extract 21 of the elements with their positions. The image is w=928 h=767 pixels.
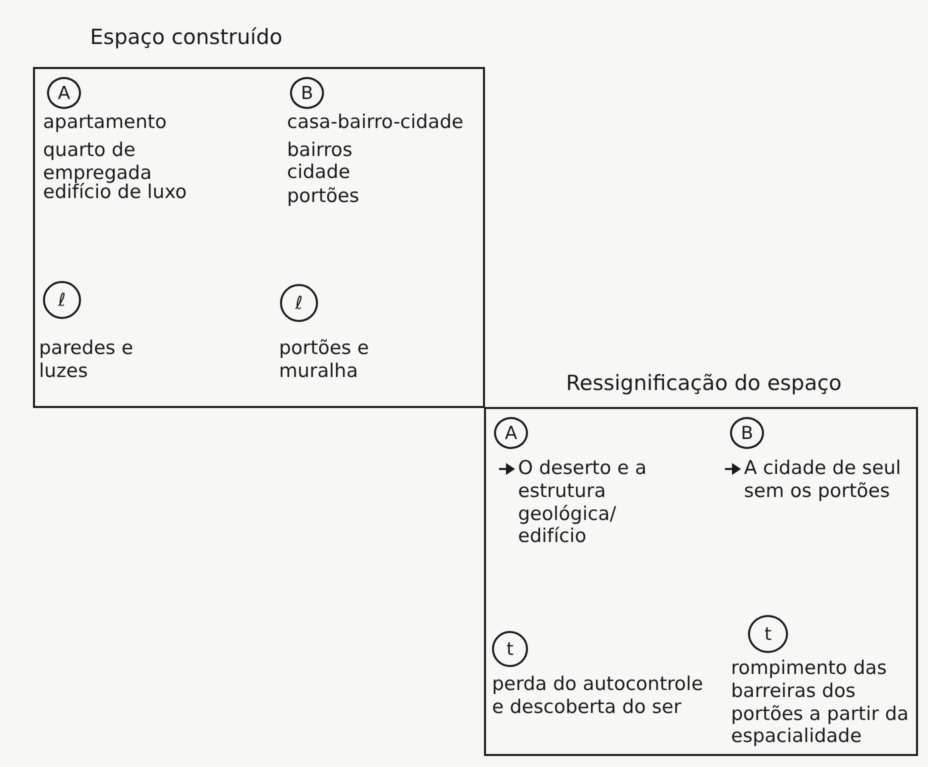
letter-circle: A [47,77,81,109]
letter-circle: B [730,417,764,449]
letter-circle: A [494,417,528,449]
letter-circle: ℓ [43,281,81,319]
letter-circle: t [492,631,528,667]
letter-circle: t [748,615,788,653]
note-text: A cidade de seul sem os portões [744,457,902,503]
note-text: rompimento das barreiras dos portões a partir da espacialidade [731,657,910,748]
note-text: O deserto e a estrutura geológica/ edifício [518,457,648,548]
letter-circle: B [290,77,324,109]
note-text: apartamento [43,111,168,134]
note-text: perda do autocontrole e descoberta do ser [492,673,704,719]
note-text: portões [287,185,360,208]
note-text: paredes e luzes [39,337,134,383]
letter-circle: ℓ [280,284,318,322]
section-heading: Ressignificação do espaço [566,371,843,396]
section-heading: Espaço construído [90,25,284,50]
note-text: cidade [287,161,352,184]
note-text: bairros [287,139,354,162]
note-text: portões e muralha [279,337,370,383]
note-text: casa-bairro-cidade [287,111,464,134]
